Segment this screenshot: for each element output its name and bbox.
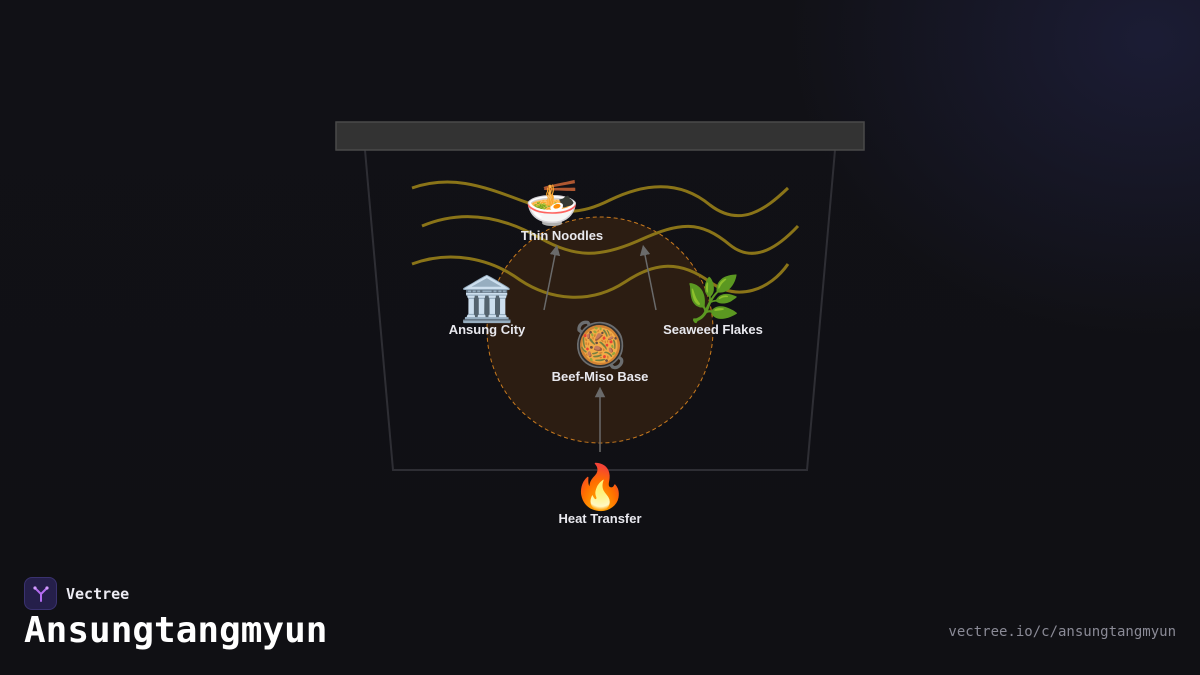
noodle-bowl-icon: 🍜 — [525, 178, 580, 229]
node-ansung-city: 🏛️ Ansung City — [449, 274, 526, 337]
node-label-ansung-city: Ansung City — [449, 322, 526, 337]
noodle-strand-3 — [411, 255, 790, 299]
noodle-strand-1 — [411, 180, 790, 218]
node-beef-miso-base: 🥘 Beef-Miso Base — [552, 318, 649, 384]
page-title: Ansungtangmyun — [24, 610, 328, 651]
node-label-beef-miso-base: Beef-Miso Base — [552, 369, 649, 384]
shallow-pan-of-food-icon: 🥘 — [573, 318, 628, 371]
page-url[interactable]: vectree.io/c/ansungtangmyun — [948, 624, 1176, 640]
node-heat-transfer: 🔥 Heat Transfer — [558, 462, 641, 526]
bowl-outline — [364, 149, 836, 471]
vectree-tree-icon — [24, 577, 57, 610]
herb-icon: 🌿 — [686, 274, 741, 325]
arrow-base-to-noodles-right — [639, 244, 657, 311]
node-thin-noodles: 🍜 Thin Noodles — [521, 178, 603, 243]
node-label-seaweed-flakes: Seaweed Flakes — [663, 322, 763, 337]
noodle-strand-2 — [421, 215, 800, 255]
node-seaweed-flakes: 🌿 Seaweed Flakes — [663, 274, 763, 337]
node-label-thin-noodles: Thin Noodles — [521, 228, 603, 243]
bowl-lid — [335, 121, 865, 151]
fire-icon: 🔥 — [573, 462, 628, 513]
classical-building-icon: 🏛️ — [460, 274, 515, 325]
arrow-base-to-noodles-left — [543, 244, 561, 311]
node-label-heat-transfer: Heat Transfer — [558, 511, 641, 526]
brand[interactable]: Vectree — [24, 577, 129, 610]
brand-name: Vectree — [66, 584, 130, 603]
